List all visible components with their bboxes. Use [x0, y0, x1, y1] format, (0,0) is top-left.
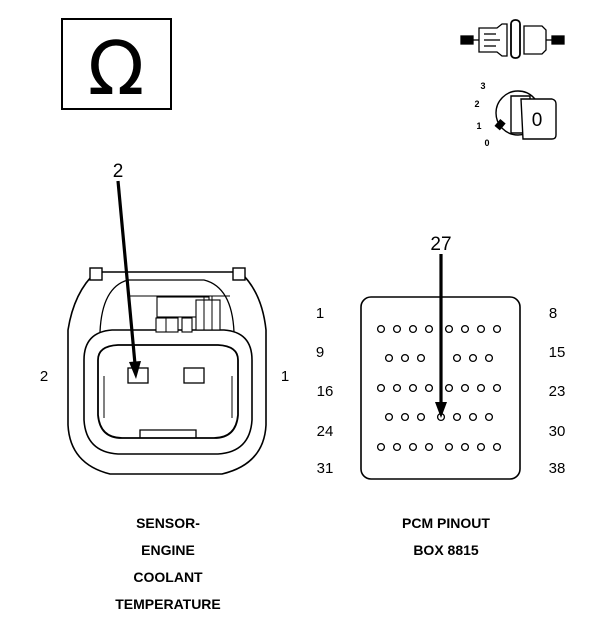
pcm-pin	[392, 442, 402, 452]
pcm-left-label: 16	[317, 383, 334, 400]
pcm-pin	[476, 324, 486, 334]
pcm-pin	[392, 324, 402, 334]
pcm-pin	[484, 412, 494, 422]
key-position-label: 0	[532, 110, 543, 131]
pcm-pin	[492, 383, 502, 393]
pcm-caption: PCM PINOUT BOX 8815	[366, 510, 526, 564]
ignition-position-0: 0	[484, 138, 489, 148]
pcm-pin	[424, 324, 434, 334]
pcm-pin	[400, 412, 410, 422]
pcm-pin	[492, 442, 502, 452]
pcm-right-label: 30	[549, 423, 566, 440]
pcm-pin	[408, 442, 418, 452]
pcm-pin	[392, 383, 402, 393]
ignition-position-1: 1	[476, 121, 481, 131]
pcm-caption-line: BOX 8815	[413, 542, 479, 558]
pcm-pin	[468, 412, 478, 422]
pcm-callout-arrow	[435, 254, 447, 418]
pcm-left-label: 24	[317, 423, 334, 440]
pcm-pin	[424, 383, 434, 393]
sensor-callout-number: 2	[113, 161, 124, 182]
ignition-position-3: 3	[480, 81, 485, 91]
pcm-pin	[376, 383, 386, 393]
pcm-left-label: 1	[316, 305, 324, 322]
ohm-symbol: Ω	[88, 26, 145, 112]
pcm-pin	[492, 324, 502, 334]
pcm-pin	[408, 383, 418, 393]
pcm-pin	[400, 353, 410, 363]
pcm-pin	[384, 412, 394, 422]
pcm-left-label: 31	[317, 460, 334, 477]
disconnect-connector-icon	[460, 19, 565, 59]
sensor-caption-line: SENSOR-	[136, 515, 200, 531]
pcm-left-label: 9	[316, 344, 324, 361]
pcm-pin	[452, 412, 462, 422]
pcm-right-label: 23	[549, 383, 566, 400]
pcm-pin	[444, 442, 454, 452]
pcm-right-label: 38	[549, 460, 566, 477]
sensor-caption-line: TEMPERATURE	[115, 596, 221, 612]
pcm-pin	[424, 442, 434, 452]
sensor-pin-label-left: 2	[40, 368, 48, 385]
pcm-right-label: 8	[549, 305, 557, 322]
ignition-key-icon: 0 3 2 1 0	[474, 81, 557, 148]
ohmmeter-icon: Ω	[61, 18, 172, 112]
sensor-caption-line: COOLANT	[133, 569, 203, 585]
pcm-pin	[416, 412, 426, 422]
pcm-pin-grid	[376, 324, 502, 452]
pcm-pin	[408, 324, 418, 334]
pcm-pin	[460, 383, 470, 393]
pcm-caption-line: PCM PINOUT	[402, 515, 490, 531]
pcm-pin	[452, 353, 462, 363]
pcm-pin	[460, 442, 470, 452]
pcm-pin	[468, 353, 478, 363]
sensor-caption-line: ENGINE	[141, 542, 195, 558]
pcm-pin	[444, 383, 454, 393]
pcm-pin	[376, 324, 386, 334]
pcm-pin	[444, 324, 454, 334]
sensor-callout-arrow	[116, 180, 141, 379]
pcm-pin	[476, 383, 486, 393]
sensor-pin-label-right: 1	[281, 368, 289, 385]
pcm-pin	[476, 442, 486, 452]
sensor-caption: SENSOR- ENGINE COOLANT TEMPERATURE	[88, 510, 248, 618]
pcm-callout-number: 27	[430, 234, 451, 255]
ignition-position-2: 2	[474, 99, 479, 109]
pcm-pin	[484, 353, 494, 363]
sensor-connector	[67, 267, 267, 475]
pcm-pin	[460, 324, 470, 334]
pcm-pin	[384, 353, 394, 363]
pcm-right-label: 15	[549, 344, 566, 361]
pcm-pin	[376, 442, 386, 452]
pcm-pin	[416, 353, 426, 363]
